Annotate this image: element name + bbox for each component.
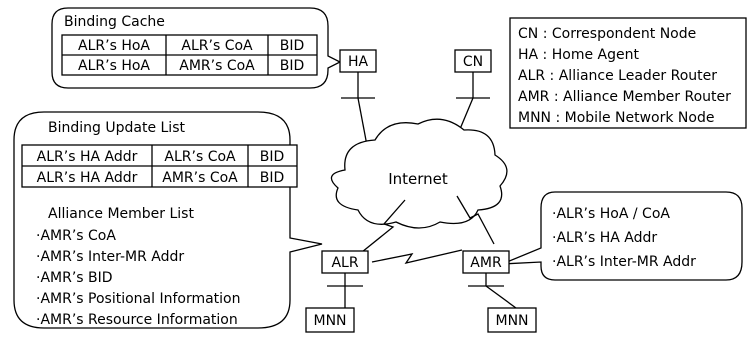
binding-update-list-cell: ALR’s CoA	[164, 149, 236, 165]
alliance-member-item: AMR’s BID	[40, 270, 112, 286]
binding-update-list-table: ALR’s HA Addr ALR’s CoA BID ALR’s HA Add…	[21, 144, 298, 188]
binding-cache-cell: BID	[280, 38, 305, 54]
svg-text:·AMR’s Inter-MR Addr: ·AMR’s Inter-MR Addr	[36, 249, 184, 265]
bullet-icon: ·	[552, 206, 556, 222]
ha-label: HA	[348, 54, 369, 70]
binding-cache-cell: ALR’s HoA	[78, 38, 150, 54]
binding-update-list-cell: ALR’s HA Addr	[37, 149, 138, 165]
wireless-link-alr-amr	[371, 249, 463, 265]
mnn-node-right: MNN	[487, 307, 537, 333]
bullet-icon: ·	[36, 228, 40, 244]
svg-text:·AMR’s CoA: ·AMR’s CoA	[36, 228, 116, 244]
amr-info-item: ALR’s HoA / CoA	[556, 206, 670, 222]
amr-info-item: ALR’s HA Addr	[556, 230, 657, 246]
cn-label: CN	[463, 54, 483, 70]
bullet-icon: ·	[36, 270, 40, 286]
binding-cache-cell: AMR’s CoA	[179, 58, 255, 74]
alliance-member-list-title: Alliance Member List	[48, 206, 194, 222]
svg-text:·ALR’s Inter-MR Addr: ·ALR’s Inter-MR Addr	[552, 254, 696, 270]
alliance-member-item: AMR’s Inter-MR Addr	[40, 249, 184, 265]
bullet-icon: ·	[552, 254, 556, 270]
amr-info-list: ·ALR’s HoA / CoA ·ALR’s HA Addr ·ALR’s I…	[552, 206, 696, 270]
internet-cloud: Internet	[330, 118, 508, 229]
binding-update-list-cell: BID	[260, 170, 285, 186]
binding-cache-cell: ALR’s CoA	[181, 38, 253, 54]
legend-item: HA : Home Agent	[518, 47, 639, 63]
amr-node: AMR	[462, 250, 517, 309]
binding-cache-title: Binding Cache	[64, 14, 165, 30]
alliance-member-item: AMR’s Resource Information	[40, 312, 237, 328]
alliance-member-list: ·AMR’s CoA ·AMR’s Inter-MR Addr ·AMR’s B…	[36, 228, 241, 328]
internet-label: Internet	[388, 170, 448, 188]
amr-label: AMR	[470, 255, 502, 271]
legend-item: MNN : Mobile Network Node	[518, 110, 714, 126]
alliance-member-item: AMR’s CoA	[40, 228, 116, 244]
binding-update-list-cell: ALR’s HA Addr	[37, 170, 138, 186]
svg-text:·AMR’s Resource Information: ·AMR’s Resource Information	[36, 312, 238, 328]
mnn-right-label: MNN	[495, 313, 528, 329]
svg-text:·AMR’s BID: ·AMR’s BID	[36, 270, 113, 286]
binding-cache-cell: BID	[280, 58, 305, 74]
binding-cache-table: ALR’s HoA ALR’s CoA BID ALR’s HoA AMR’s …	[61, 34, 318, 76]
amr-info-item: ALR’s Inter-MR Addr	[556, 254, 696, 270]
legend-item: AMR : Alliance Member Router	[518, 89, 731, 105]
binding-cache-cell: ALR’s HoA	[78, 58, 150, 74]
legend-box: CN : Correspondent Node HA : Home Agent …	[509, 17, 747, 129]
wireless-link-internet-alr	[361, 199, 406, 253]
bullet-icon: ·	[552, 230, 556, 246]
mnn-node-left: MNN	[305, 307, 355, 333]
alr-node: ALR	[321, 250, 369, 308]
binding-update-list-cell: BID	[260, 149, 285, 165]
svg-text:·ALR’s HA Addr: ·ALR’s HA Addr	[552, 230, 657, 246]
svg-text:·AMR’s Positional Information: ·AMR’s Positional Information	[36, 291, 241, 307]
wireless-link-internet-amr	[456, 195, 495, 245]
bullet-icon: ·	[36, 291, 40, 307]
svg-text:·ALR’s HoA / CoA: ·ALR’s HoA / CoA	[552, 206, 670, 222]
bullet-icon: ·	[36, 249, 40, 265]
bullet-icon: ·	[36, 312, 40, 328]
mnn-left-label: MNN	[313, 313, 346, 329]
legend-item: ALR : Alliance Leader Router	[518, 68, 717, 84]
binding-update-list-title: Binding Update List	[48, 120, 185, 136]
binding-update-list-cell: AMR’s CoA	[162, 170, 238, 186]
amr-info-callout	[501, 191, 743, 281]
alliance-member-item: AMR’s Positional Information	[40, 291, 240, 307]
alr-label: ALR	[331, 255, 358, 271]
legend-item: CN : Correspondent Node	[518, 26, 696, 42]
